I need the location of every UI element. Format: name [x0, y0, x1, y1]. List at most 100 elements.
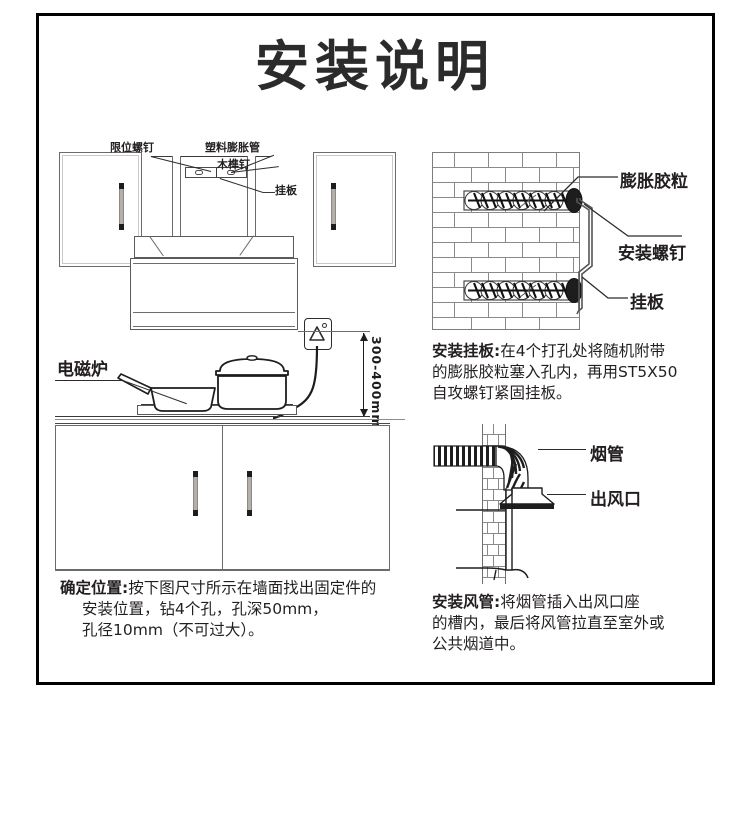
- brick: [455, 153, 489, 167]
- base-cabinet-bottom-edge: [55, 570, 390, 571]
- caption-line-2: 的膨胀胶粒塞入孔内，再用ST5X50: [432, 362, 678, 381]
- label-limit-screw: 限位螺钉: [110, 141, 154, 154]
- label-hanging-plate-tr: 挂板: [630, 293, 664, 313]
- label-expansion-plug: 膨胀胶粒: [620, 172, 688, 192]
- range-hood-body: [130, 258, 298, 330]
- brick-row: [433, 303, 579, 318]
- cooktop-top-edge: [141, 404, 293, 405]
- triangle-icon: [309, 326, 325, 341]
- cabinet-panel: [62, 155, 139, 264]
- figure-install-duct: 烟管 出风口: [432, 424, 715, 584]
- hood-band-top: [133, 263, 295, 264]
- brick: [483, 545, 488, 555]
- brick: [483, 435, 488, 445]
- brick: [488, 479, 499, 489]
- brick: [483, 534, 494, 544]
- brick: [506, 168, 540, 182]
- brick: [488, 501, 499, 511]
- brick: [489, 303, 523, 317]
- hood-band-bottom: [133, 326, 295, 327]
- instruction-sheet-frame: [36, 13, 715, 685]
- caption-heading: 安装挂板:: [432, 342, 501, 360]
- brick: [433, 213, 455, 227]
- brick-row: [483, 534, 505, 545]
- caption-install-bracket: 安装挂板:在4个打孔处将随机附带 的膨胀胶粒塞入孔内，再用ST5X50 自攻螺钉…: [432, 341, 717, 404]
- brick: [523, 243, 557, 257]
- dimension-label-height: 300-400mm: [369, 336, 384, 429]
- brick-row: [483, 424, 505, 435]
- leader-smoke-pipe: [538, 449, 586, 450]
- cabinet-panel: [316, 155, 393, 264]
- brick: [433, 303, 455, 317]
- leader-hanging-plate-flat: [263, 192, 275, 193]
- caption-line-3: 公共烟道中。: [432, 634, 526, 653]
- brick: [433, 183, 455, 197]
- base-cabinet-right: [222, 425, 390, 570]
- brick: [472, 318, 506, 329]
- brick: [455, 183, 489, 197]
- brick: [540, 228, 574, 242]
- label-mounting-screw: 安装螺钉: [618, 244, 686, 264]
- brick: [540, 168, 574, 182]
- figure-install-bracket: 膨胀胶粒 安装螺钉 挂板: [432, 152, 715, 332]
- brick: [488, 567, 499, 577]
- brick: [433, 243, 455, 257]
- leader-hanging-plate: [219, 178, 264, 194]
- caption-line-2: 安装位置，钻4个孔，孔深50mm，: [82, 599, 328, 618]
- caption-heading: 确定位置:: [60, 579, 129, 597]
- counter-reference-line: [298, 331, 370, 332]
- base-cabinet-left: [55, 425, 223, 570]
- hanging-plate-slot-left: [195, 170, 203, 175]
- brick: [455, 213, 489, 227]
- leader-induction-underline: [55, 380, 123, 381]
- brick-row: [483, 556, 505, 567]
- label-wooden-dowel: 木榫钉: [217, 158, 250, 171]
- cabinet-handle: [119, 183, 124, 230]
- brick: [433, 258, 472, 272]
- brick: [483, 567, 488, 577]
- range-hood-top-cover: [134, 236, 294, 258]
- brick: [455, 273, 489, 287]
- dimension-line: [363, 333, 364, 417]
- hanging-plate-divider: [216, 168, 217, 177]
- brick-row: [483, 501, 505, 512]
- brick: [433, 153, 455, 167]
- chimney-flue-left: [172, 156, 181, 236]
- brick: [483, 512, 494, 522]
- wall-switch-box[interactable]: [304, 318, 332, 350]
- brick-row: [483, 479, 505, 490]
- brick: [523, 213, 557, 227]
- cabinet-handle: [193, 471, 198, 516]
- brick-row: [483, 468, 505, 479]
- label-air-outlet: 出风口: [590, 490, 641, 510]
- brick: [489, 153, 523, 167]
- dimension-arrow-top: [359, 333, 368, 341]
- brick: [472, 168, 506, 182]
- brick: [506, 258, 540, 272]
- caption-line-1: 按下图尺寸所示在墙面找出固定件的: [128, 579, 377, 597]
- range-hood-outline: [456, 488, 529, 581]
- brick: [488, 545, 499, 555]
- brick: [433, 228, 472, 242]
- dimension-arrow-bottom: [359, 409, 368, 417]
- brick-row: [483, 523, 505, 534]
- base-cabinet-top-edge: [55, 423, 390, 424]
- cabinet-handle: [331, 183, 336, 230]
- brick-row: [433, 153, 579, 168]
- brick: [455, 303, 489, 317]
- caption-determine-position: 确定位置:按下图尺寸所示在墙面找出固定件的 安装位置，钻4个孔，孔深50mm， …: [60, 578, 405, 641]
- brick: [472, 258, 506, 272]
- brick: [489, 243, 523, 257]
- caption-line-1: 将烟管插入出风口座: [500, 593, 640, 611]
- brick-row: [433, 258, 579, 273]
- label-hanging-plate: 挂板: [275, 184, 297, 197]
- brick: [483, 424, 494, 434]
- caption-install-duct: 安装风管:将烟管插入出风口座 的槽内，最后将风管拉直至室外或 公共烟道中。: [432, 592, 712, 655]
- wall-anchor-upper: [463, 188, 583, 213]
- brick: [523, 153, 557, 167]
- brick-row: [433, 213, 579, 228]
- brick-row: [433, 243, 579, 258]
- figure-determine-position: 限位螺钉 塑料膨胀管 木榫钉 挂板 300-400mm: [55, 140, 405, 571]
- caption-heading: 安装风管:: [432, 593, 501, 611]
- brick: [489, 273, 523, 287]
